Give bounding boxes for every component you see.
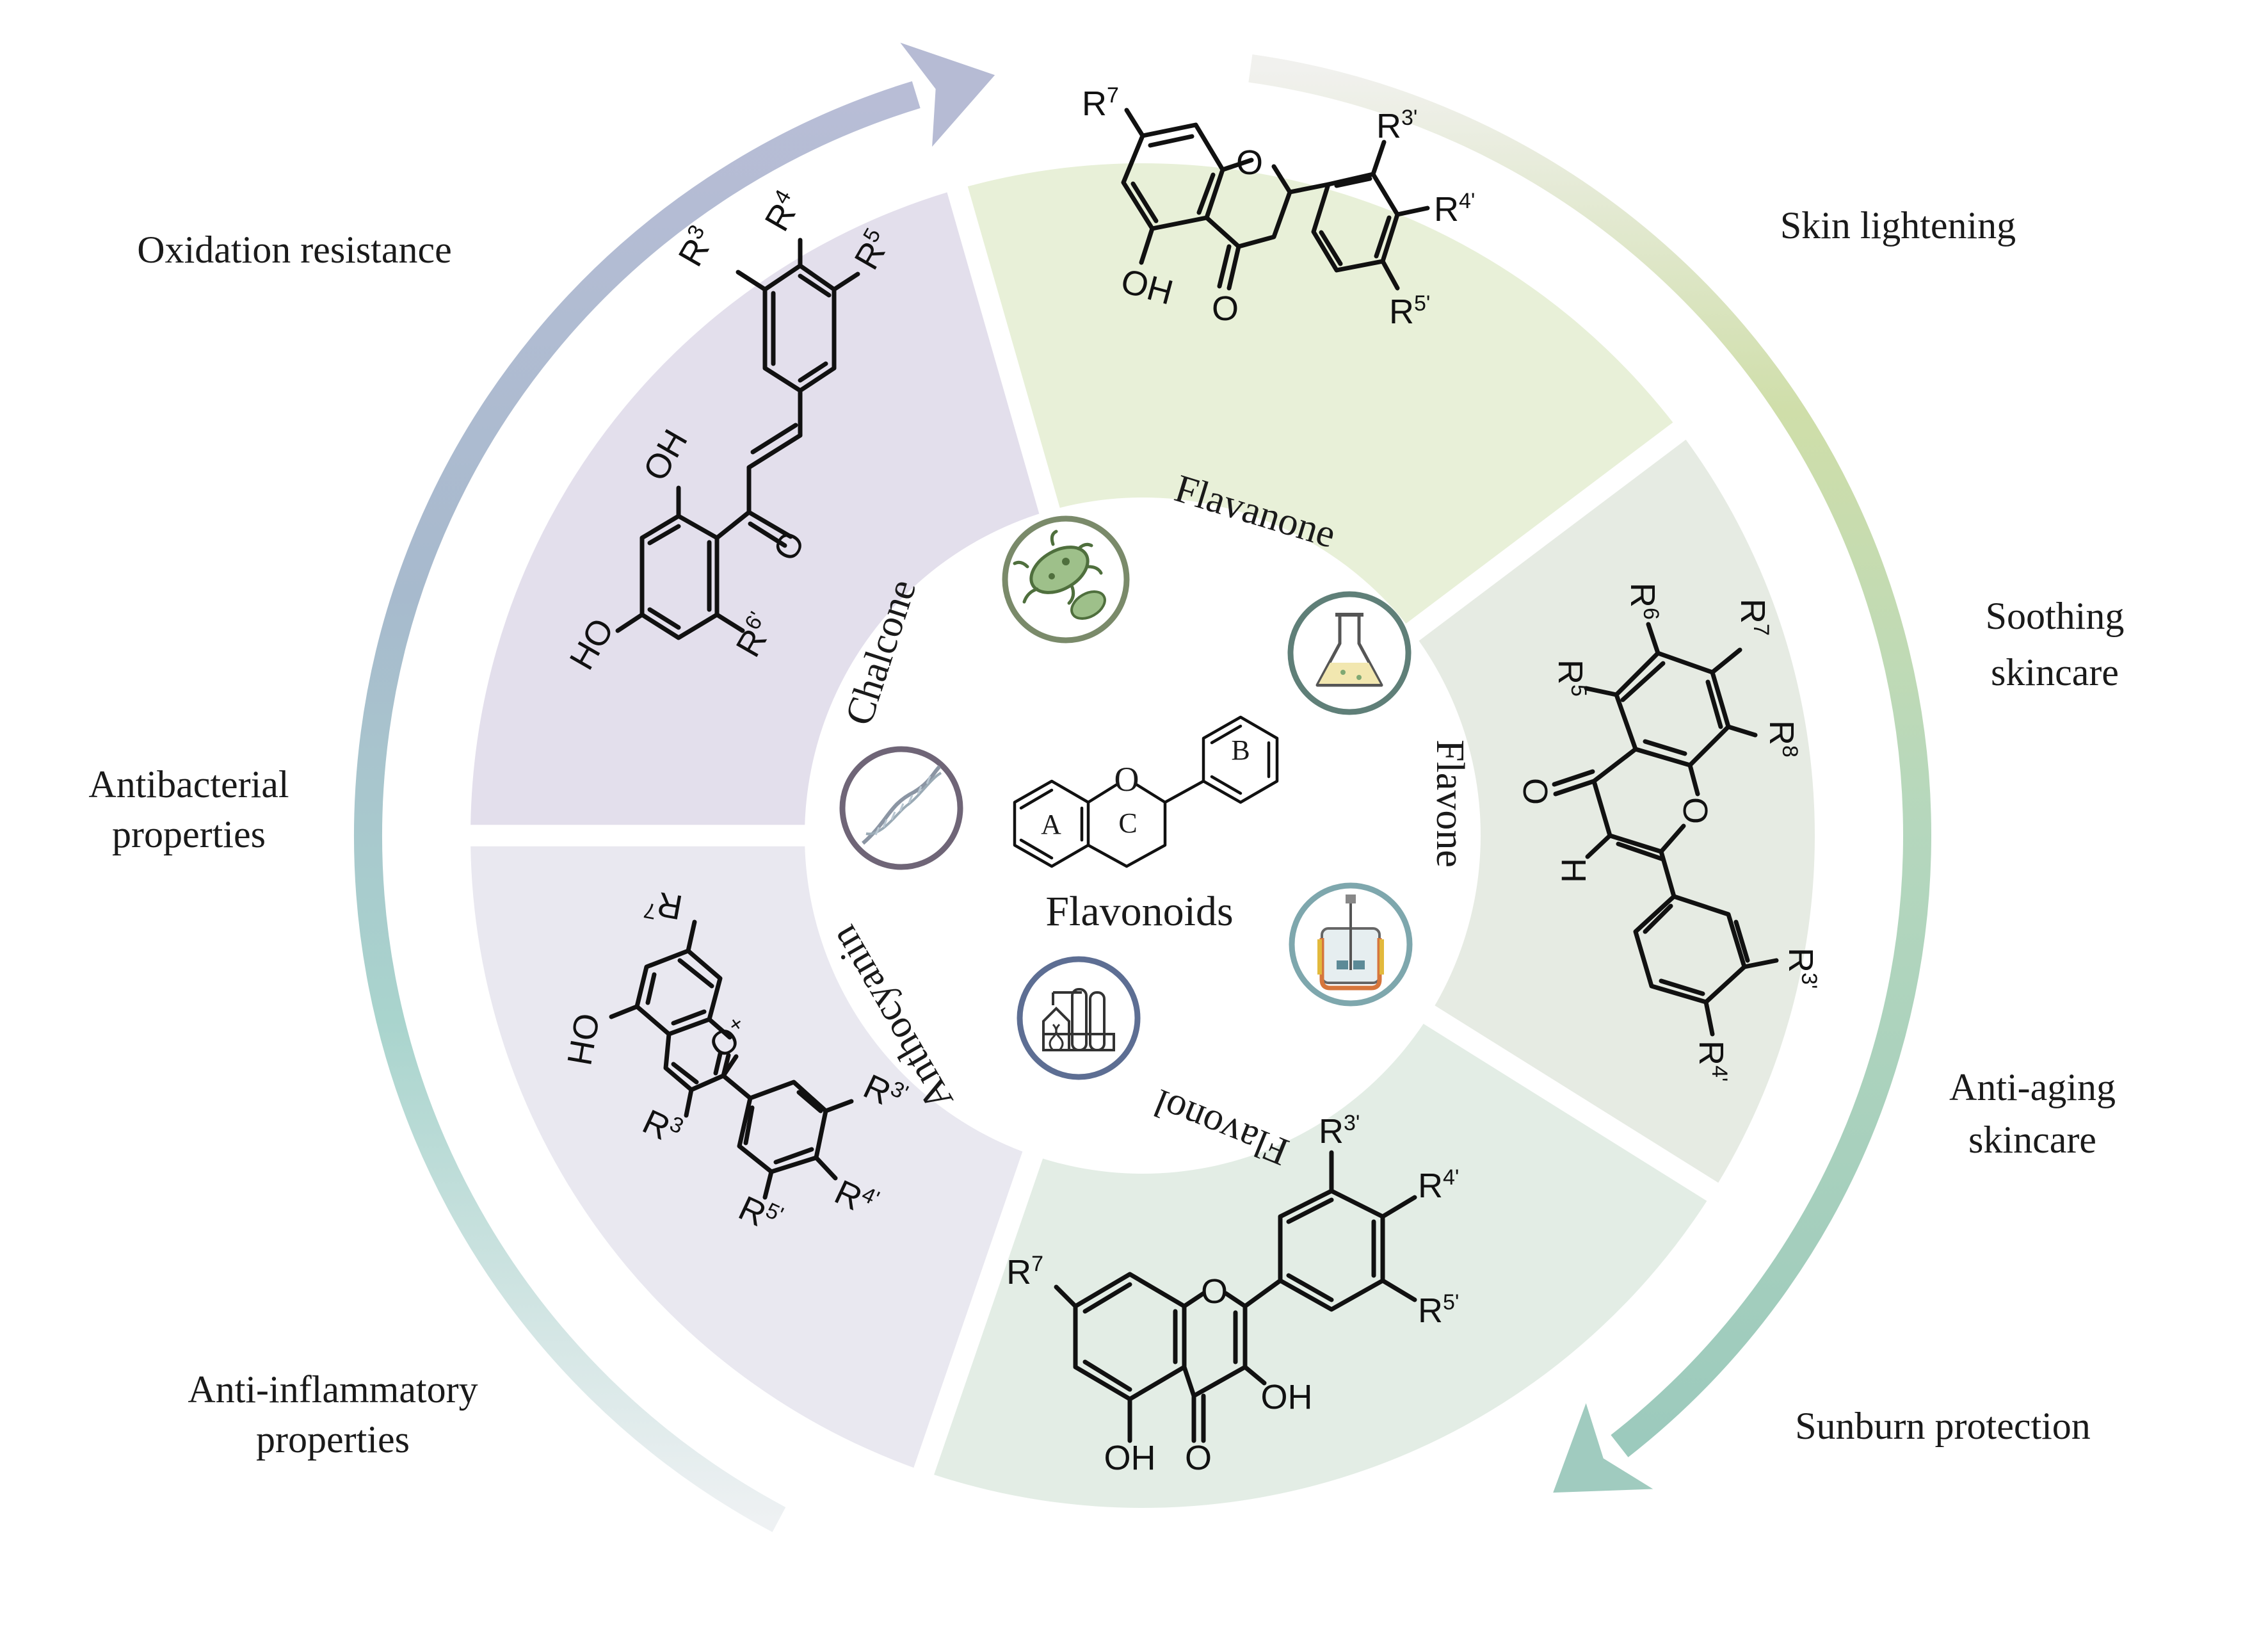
flavonol-carbonyl-o: O xyxy=(1185,1439,1212,1477)
flavone-ring-o: O xyxy=(1676,797,1714,824)
flavone-r3p: R3' xyxy=(1781,948,1821,989)
center-title: Flavonoids xyxy=(1045,888,1233,935)
flavone-h: H xyxy=(1554,858,1593,883)
chalcone-r4: R4 xyxy=(757,186,810,238)
label-anti-inflammatory-line1: Anti-inflammatory xyxy=(188,1368,478,1411)
flavonol-ring-o: O xyxy=(1201,1272,1228,1311)
ring-label-a: A xyxy=(1041,809,1061,840)
flavanone-r4p: R4' xyxy=(1434,189,1475,229)
label-flavone: Flavone xyxy=(1428,740,1472,868)
dna-icon xyxy=(839,746,963,870)
ring-label-b: B xyxy=(1231,734,1250,766)
ring-label-c: C xyxy=(1118,807,1137,839)
flavonol-3-oh: OH xyxy=(1261,1378,1313,1416)
bioreactor-icon xyxy=(1289,882,1413,1007)
sector-chalcone xyxy=(470,192,1041,825)
flask-icon xyxy=(1287,591,1411,715)
flavanone-structure: R7 O OH O R3' R4' R5' xyxy=(1082,83,1475,331)
label-anti-aging-line2: skincare xyxy=(1968,1119,2096,1161)
flavone-carbonyl-o: O xyxy=(1516,778,1554,805)
flavonol-structure: R7 O OH O OH R3' R4' R5' xyxy=(1006,1111,1459,1477)
flavanone-carbonyl-o: O xyxy=(1212,289,1239,328)
flavanone-r3p: R3' xyxy=(1376,106,1417,145)
flavanone-r7: R7 xyxy=(1082,83,1119,123)
label-soothing-line2: skincare xyxy=(1991,651,2119,693)
flavonol-5-oh: OH xyxy=(1104,1439,1156,1477)
sector-anthocyanin xyxy=(470,846,1024,1468)
property-labels-left: Oxidation resistance Antibacterial prope… xyxy=(88,229,478,1461)
label-sunburn-protection: Sunburn protection xyxy=(1795,1405,2091,1447)
left-arc-arrow xyxy=(354,81,921,1532)
left-arrowhead-icon xyxy=(900,42,995,147)
sector-flavanone xyxy=(967,163,1673,627)
label-antibacterial-line2: properties xyxy=(112,813,266,855)
right-arc-arrow xyxy=(1248,54,1931,1457)
label-anti-inflammatory-line2: properties xyxy=(256,1418,410,1461)
label-anti-aging-line1: Anti-aging xyxy=(1949,1066,2116,1108)
label-skin-lightening: Skin lightening xyxy=(1780,204,2016,247)
flavonoid-core-structure: O A B C Flavonoids xyxy=(1013,715,1279,935)
core-oxygen: O xyxy=(1114,760,1139,798)
cycle-arrows xyxy=(354,42,1931,1532)
anthocyanin-oh: OH xyxy=(559,1010,606,1068)
label-oxidation-resistance: Oxidation resistance xyxy=(137,229,452,271)
label-antibacterial-line1: Antibacterial xyxy=(88,763,289,805)
flavone-structure: R6 R7 R5 R8 O O H R3' R4' xyxy=(1516,583,1821,1081)
factory-icon xyxy=(1017,956,1141,1080)
flavone-r5: R5 xyxy=(1551,660,1591,697)
right-arrowhead-icon xyxy=(1553,1403,1653,1493)
property-labels-right: Skin lightening Soothing skincare Anti-a… xyxy=(1780,204,2125,1447)
flavanone-ring-o: O xyxy=(1236,143,1263,182)
label-soothing-line1: Soothing xyxy=(1986,595,2125,637)
flavone-r8: R8 xyxy=(1762,720,1802,757)
bacteria-icon xyxy=(1002,515,1130,644)
